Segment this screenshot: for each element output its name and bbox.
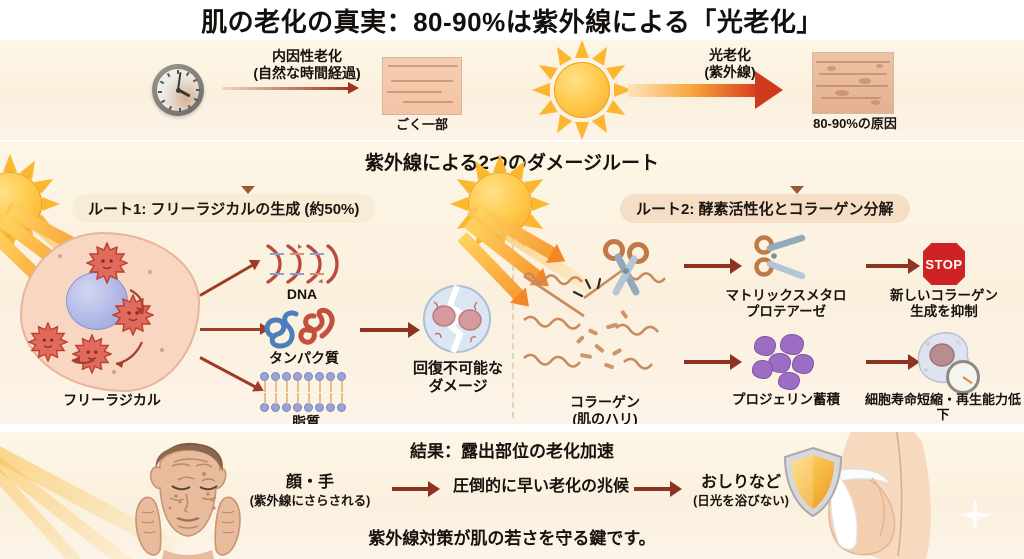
arrow-to-cell-aging xyxy=(866,354,920,370)
broken-cell-icon xyxy=(420,282,494,361)
sun-icon xyxy=(532,40,632,140)
progerin-label: プロジェリン蓄積 xyxy=(732,392,840,407)
stop-sign-icon: STOP xyxy=(920,240,968,288)
intrinsic-aging-arrow xyxy=(222,82,359,94)
route2-pill-notch xyxy=(790,186,804,194)
photoaging-arrow xyxy=(628,71,783,109)
arrow-result-to-protected xyxy=(634,481,682,497)
free-radical-icon xyxy=(28,322,68,362)
intrinsic-aging-label: 内因性老化 (自然な時間経過) xyxy=(253,48,361,81)
unexposed-skin-illustration xyxy=(826,432,950,559)
intrinsic-result-caption: ごく一部 xyxy=(395,117,448,132)
progerin-clusters-icon xyxy=(750,334,820,390)
route1-pill: ルート1: フリーラジカルの生成 (約50%) xyxy=(72,194,376,223)
shield-icon xyxy=(782,446,844,523)
arrow-exposed-to-result xyxy=(392,481,440,497)
free-radical-label: フリーラジカル xyxy=(63,392,161,408)
arrow-to-mmp xyxy=(684,258,742,274)
exposed-label: 顔・手 xyxy=(285,474,334,491)
dna-label: DNA xyxy=(286,286,318,302)
clock-icon xyxy=(152,64,204,116)
free-radical-icon xyxy=(112,294,154,336)
arrow-to-protein xyxy=(200,323,270,335)
routes-heading: 紫外線による2つのダメージルート xyxy=(364,153,660,174)
route1-pill-notch xyxy=(241,186,255,194)
arrow-to-irreversible-damage xyxy=(360,322,420,338)
aging-sign-text: 圧倒的に早い老化の兆候 xyxy=(452,478,629,495)
damage-routes-panel: 紫外線による2つのダメージルート xyxy=(0,142,1024,424)
protein-label: タンパク質 xyxy=(269,350,339,366)
route2-pill: ルート2: 酵素活性化とコラーゲン分解 xyxy=(620,194,910,223)
collagen-synthesis-blocked-label: 新しいコラーゲン 生成を抑制 xyxy=(890,288,998,319)
arrow-to-stop xyxy=(866,258,920,274)
page-title: 肌の老化の真実：80-90%は紫外線による「光老化」 xyxy=(201,6,823,37)
radical-chain-arrows xyxy=(71,289,145,368)
irreversible-damage-label: 回復不可能な ダメージ xyxy=(412,360,503,395)
footer-note: 紫外線対策が肌の若さを守る鍵です。 xyxy=(368,529,656,548)
damaged-skin-swatch xyxy=(812,52,894,114)
cell-lifespan-label: 細胞寿命短縮・再生能力低下 xyxy=(864,392,1021,423)
result-heading: 結果：露出部位の老化加速 xyxy=(410,442,614,461)
mmp-label: マトリックスメタロ プロテアーゼ xyxy=(725,288,847,319)
panel-divider-bottom xyxy=(0,425,1024,428)
route-divider xyxy=(512,196,514,418)
collagen-label: コラーゲン (肌のハリ) xyxy=(570,394,640,424)
scissors-icon xyxy=(600,238,654,303)
free-radical-icon xyxy=(72,334,112,374)
young-skin-swatch xyxy=(382,57,462,115)
exposed-sublabel: (紫外線にさらされる) xyxy=(249,494,371,508)
top-comparison-panel: 内因性老化 (自然な時間経過) ごく一部 光老化 (紫外線) xyxy=(0,40,1024,140)
protected-label: おしりなど xyxy=(700,474,781,491)
lipid-bilayer-icon xyxy=(258,372,350,414)
protein-icon xyxy=(262,306,346,355)
dna-icon xyxy=(262,242,342,291)
lipid-label: 脂質 xyxy=(292,414,320,424)
photoaging-result-caption: 80-90%の原因 xyxy=(813,116,897,131)
panel-divider-top xyxy=(0,140,1024,143)
arrow-to-progerin xyxy=(684,354,742,370)
collagen-fibers-icon xyxy=(520,254,680,399)
result-panel: 顔・手 (紫外線にさらされる) 圧倒的に早い老化の兆候 おしりなど (日光を浴び… xyxy=(0,432,1024,559)
mmp-scissors-icon xyxy=(752,234,806,291)
free-radical-icon xyxy=(86,242,128,284)
protected-sublabel: (日光を浴びない) xyxy=(693,494,789,508)
photoaging-label: 光老化 (紫外線) xyxy=(704,47,756,80)
aged-face-icon xyxy=(108,438,268,559)
stopwatch-icon xyxy=(946,360,980,394)
